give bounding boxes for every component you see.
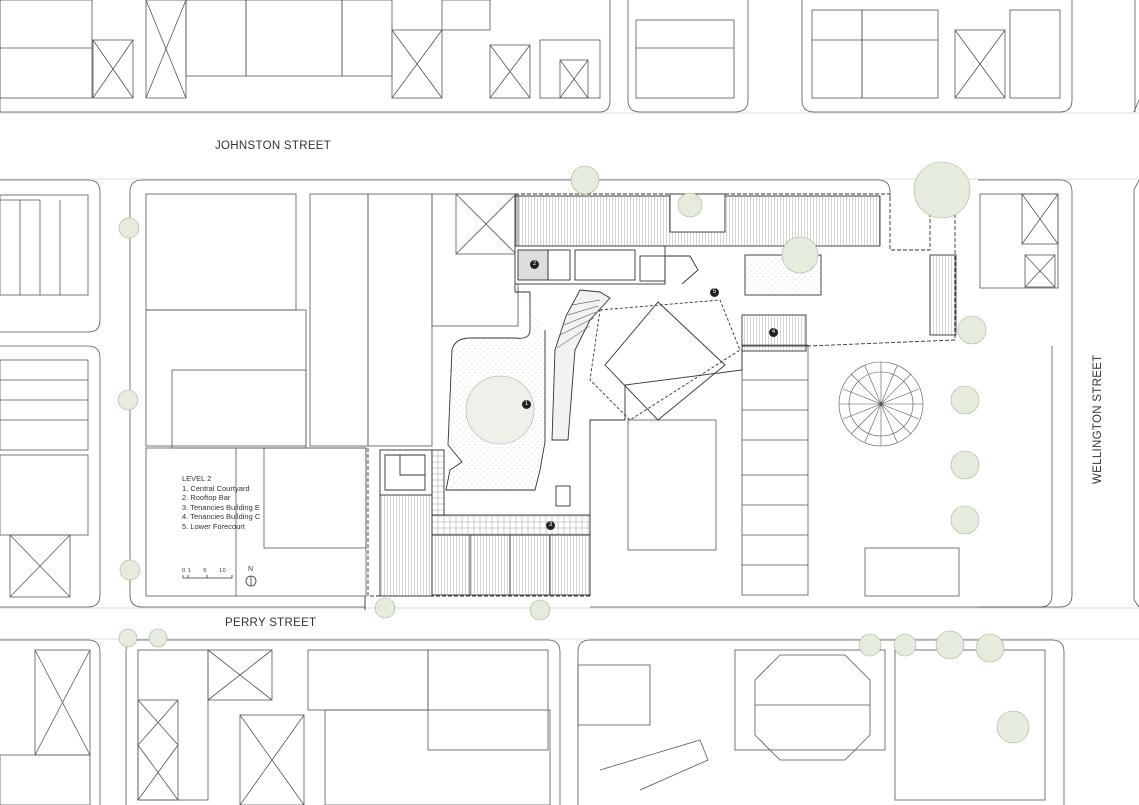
- tree-icon: [975, 633, 1005, 663]
- tree-icon: [950, 505, 980, 535]
- callout-central-courtyard: 1: [522, 400, 531, 409]
- scale-bar: [182, 575, 233, 579]
- tree-icon: [913, 161, 971, 219]
- tree-icon: [677, 192, 703, 218]
- callout-tenancies-building-c: 4: [769, 328, 778, 337]
- tree-icon: [950, 385, 980, 415]
- tree-icon: [950, 450, 980, 480]
- tenancies-building-e-walkway: [431, 514, 591, 536]
- tree-icon: [996, 710, 1030, 744]
- block-south-middle: [125, 639, 561, 805]
- scale-bar-labels: 0 1 5 10: [182, 568, 227, 574]
- legend-item: 3. Tenancies Building E: [182, 502, 260, 512]
- tenancies-building-e: [431, 534, 591, 596]
- tree-icon: [465, 375, 535, 445]
- tree-icon: [117, 389, 139, 411]
- block-north-far-east: [1133, 0, 1139, 113]
- tree-icon: [118, 628, 138, 648]
- legend-item: 5. Lower Forecourt: [182, 521, 245, 531]
- callout-tenancies-building-e: 3: [546, 521, 555, 530]
- block-west-middle: [0, 179, 101, 608]
- block-north-west: [0, 0, 611, 113]
- legend-item: 4. Tenancies Building C: [182, 512, 261, 522]
- tree-icon: [374, 597, 396, 619]
- legend-title: LEVEL 2: [182, 474, 212, 483]
- tree-icon: [148, 628, 168, 648]
- site-level-2: [364, 179, 957, 610]
- circular-feature: [838, 361, 924, 447]
- tree-icon: [570, 165, 600, 195]
- block-south-west: [0, 639, 101, 805]
- legend-item: 1. Central Courtyard: [182, 483, 250, 493]
- building-c-canopy: [589, 299, 741, 421]
- north-arrow-icon: [245, 575, 257, 587]
- legend: LEVEL 2 1. Central Courtyard 2. Rooftop …: [182, 474, 260, 532]
- courtyard-steps: [551, 289, 611, 441]
- block-east-middle: [978, 179, 1073, 608]
- north-label: N: [248, 566, 254, 573]
- block-east-far: [1133, 179, 1139, 608]
- block-north-middle: [627, 0, 749, 113]
- block-south-east: [577, 639, 1065, 805]
- tree-icon: [893, 633, 917, 657]
- street-label-johnston: JOHNSTON STREET: [215, 140, 332, 152]
- tree-icon: [858, 633, 882, 657]
- tree-icon: [935, 630, 965, 660]
- tree-icon: [118, 217, 140, 239]
- callout-rooftop-bar: 2: [530, 260, 539, 269]
- legend-item: 2. Rooftop Bar: [182, 493, 231, 503]
- block-north-east: [801, 0, 1073, 113]
- street-label-wellington: WELLINGTON STREET: [1092, 354, 1104, 485]
- block-central: [129, 179, 1053, 608]
- callout-lower-forecourt: 5: [710, 288, 719, 297]
- tree-icon: [119, 559, 141, 581]
- tree-icon: [529, 599, 551, 621]
- tree-icon: [781, 236, 819, 274]
- tree-icon: [957, 315, 987, 345]
- trees: [117, 161, 1030, 744]
- street-label-perry: PERRY STREET: [225, 617, 317, 629]
- stair-east: [929, 254, 957, 336]
